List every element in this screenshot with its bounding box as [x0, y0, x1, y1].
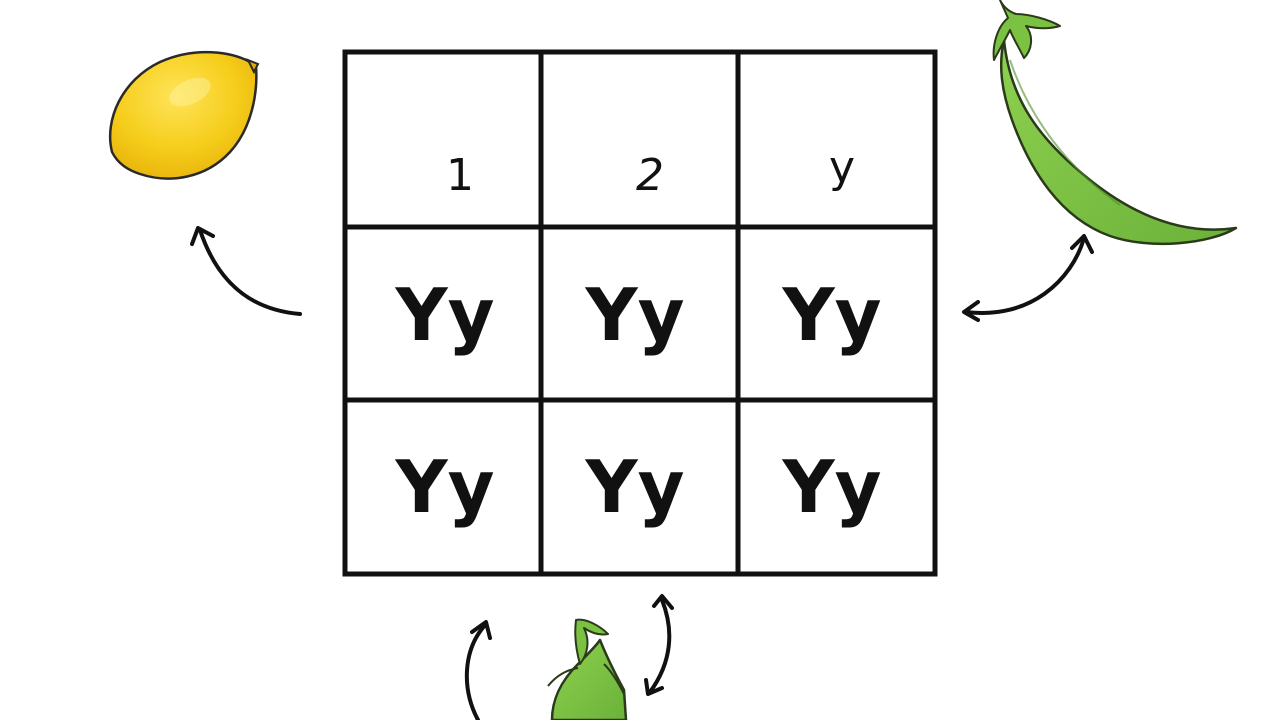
- punnett-grid: [342, 49, 938, 577]
- genotype-cell-r1c2: Yy: [584, 273, 684, 357]
- genotype-cell-r2c3: Yy: [781, 445, 881, 529]
- genotype-cell-r2c1: Yy: [394, 445, 494, 529]
- genotype-cell-r2c2: Yy: [584, 445, 684, 529]
- arrow-to-lemon: [190, 226, 302, 316]
- header-cell-3: y: [829, 142, 855, 193]
- pea-sprout-icon: [547, 618, 628, 720]
- lemon-icon: [108, 50, 260, 180]
- double-arrow-bottom: [644, 594, 674, 696]
- header-cell-1: 1: [446, 150, 474, 201]
- double-arrow-pod: [962, 234, 1094, 322]
- genotype-cell-r1c1: Yy: [394, 273, 494, 357]
- arrow-left-bottom: [464, 620, 492, 720]
- header-cell-2: 2: [636, 150, 664, 201]
- genotype-cell-r1c3: Yy: [781, 273, 881, 357]
- pea-pod-icon: [992, 0, 1238, 246]
